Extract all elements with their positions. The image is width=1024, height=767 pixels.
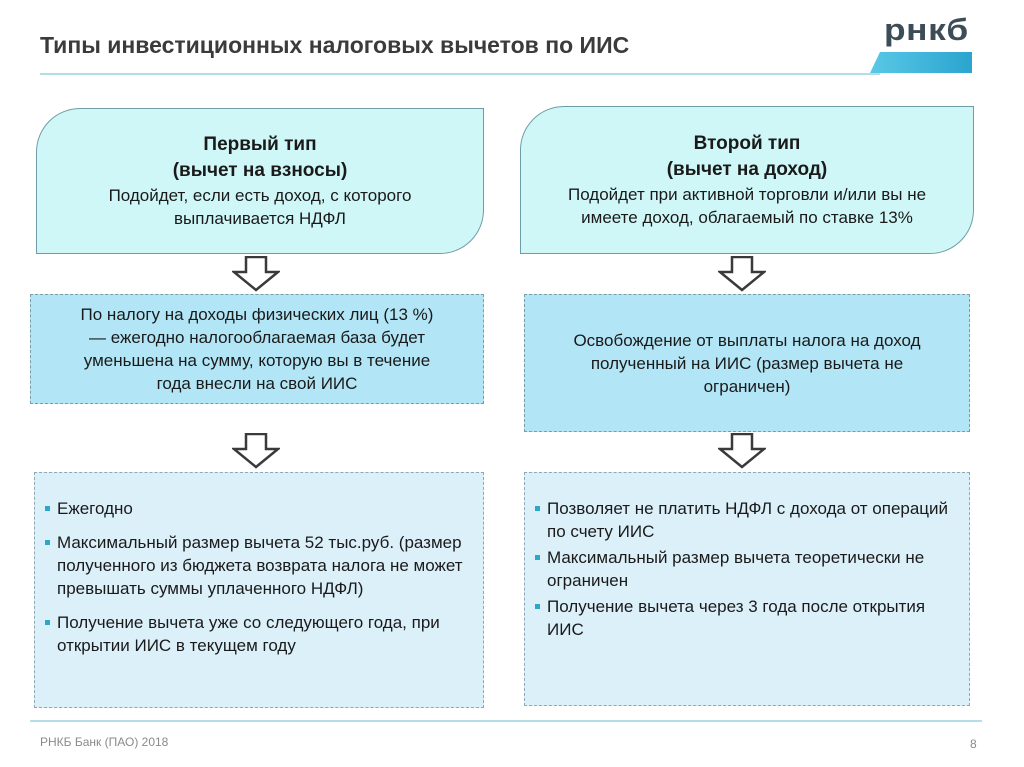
down-arrow-icon (718, 433, 766, 469)
type-box-second: Второй тип (вычет на доход) Подойдет при… (520, 106, 974, 254)
list-item: Ежегодно (45, 497, 469, 520)
list-item: Позволяет не платить НДФЛ с дохода от оп… (535, 497, 961, 543)
type-subtitle: (вычет на доход) (666, 159, 828, 180)
footer-copyright: РНКБ Банк (ПАО) 2018 (40, 735, 169, 749)
detail-box-second: Освобождение от выплаты налога на доход … (524, 294, 970, 432)
list-item: Получение вычета через 3 года после откр… (535, 595, 961, 641)
type-name: Первый тип (203, 134, 317, 155)
features-list: Ежегодно Максимальный размер вычета 52 т… (45, 497, 469, 657)
detail-text: Освобождение от выплаты налога на доход … (573, 330, 921, 396)
features-box-first: Ежегодно Максимальный размер вычета 52 т… (34, 472, 484, 708)
type-subtitle: (вычет на взносы) (172, 160, 348, 181)
list-item: Максимальный размер вычета 52 тыс.руб. (… (45, 531, 469, 600)
features-list: Позволяет не платить НДФЛ с дохода от оп… (535, 497, 961, 641)
list-item: Максимальный размер вычета теоретически … (535, 546, 961, 592)
down-arrow-icon (718, 256, 766, 292)
list-item: Получение вычета уже со следующего года,… (45, 611, 469, 657)
page-title: Типы инвестиционных налоговых вычетов по… (40, 32, 630, 58)
bank-logo: рнкб (884, 12, 969, 47)
features-box-second: Позволяет не платить НДФЛ с дохода от оп… (524, 472, 970, 706)
title-divider (40, 73, 880, 75)
down-arrow-icon (232, 433, 280, 469)
down-arrow-icon (232, 256, 280, 292)
logo-accent-bar (870, 52, 972, 73)
footer-divider (30, 720, 982, 722)
detail-text: По налогу на доходы физических лиц (13 %… (80, 305, 434, 393)
type-fit-text: Подойдет при активной торговли и/или вы … (567, 185, 927, 227)
page-number: 8 (970, 737, 977, 751)
type-box-first: Первый тип (вычет на взносы) Подойдет, е… (36, 108, 484, 254)
type-fit-text: Подойдет, если есть доход, с которого вы… (108, 186, 412, 228)
type-name: Второй тип (693, 133, 801, 154)
detail-box-first: По налогу на доходы физических лиц (13 %… (30, 294, 484, 404)
